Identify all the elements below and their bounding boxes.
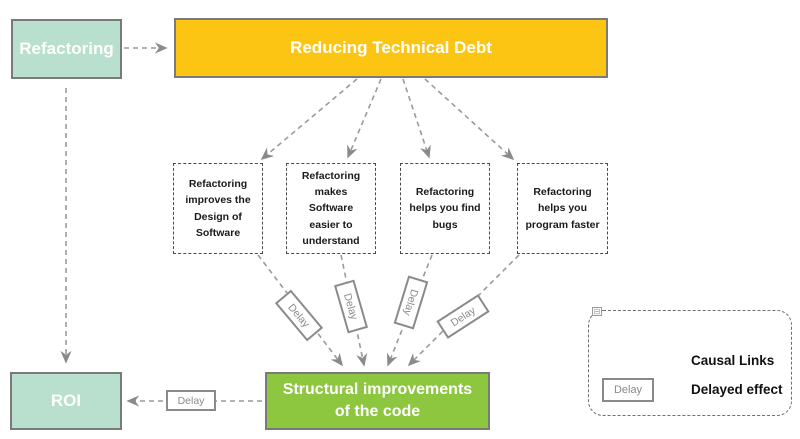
node-program-faster-label: Refactoring helps you program faster xyxy=(525,186,600,231)
node-refactoring[interactable]: Refactoring xyxy=(11,19,122,79)
delay-tag-1-label: Delay xyxy=(285,301,313,330)
legend-delay-sample-label: Delay xyxy=(613,384,643,396)
delay-tag-4[interactable]: Delay xyxy=(436,294,490,339)
node-find-bugs-label: Refactoring helps you find bugs xyxy=(409,186,481,231)
node-easier-to-understand[interactable]: Refactoring makes Software easier to und… xyxy=(286,163,376,254)
legend-delayed-effect-label: Delayed effect xyxy=(691,382,783,397)
node-program-faster[interactable]: Refactoring helps you program faster xyxy=(517,163,608,254)
legend-delay-sample: Delay xyxy=(602,378,654,402)
legend-panel: ⊟ Causal Links Delay Delayed effect xyxy=(588,307,792,416)
delay-tag-roi-label: Delay xyxy=(177,394,205,407)
delay-tag-2[interactable]: Delay xyxy=(334,279,368,334)
delay-tag-1[interactable]: Delay xyxy=(274,289,324,342)
node-refactoring-label: Refactoring xyxy=(19,39,114,58)
delay-tag-2-label: Delay xyxy=(341,291,361,322)
node-easier-to-understand-label: Refactoring makes Software easier to und… xyxy=(301,169,361,247)
delay-tag-3[interactable]: Delay xyxy=(393,275,429,330)
node-find-bugs[interactable]: Refactoring helps you find bugs xyxy=(400,163,490,254)
node-structural-improvements[interactable]: Structural improvements of the code xyxy=(265,372,490,430)
node-improves-design[interactable]: Refactoring improves the Design of Softw… xyxy=(173,163,263,254)
legend-causal-links-label: Causal Links xyxy=(691,353,775,368)
node-roi[interactable]: ROI xyxy=(10,372,122,430)
node-reducing-technical-debt[interactable]: Reducing Technical Debt xyxy=(174,18,608,78)
node-roi-label: ROI xyxy=(50,391,82,410)
collapse-icon[interactable]: ⊟ xyxy=(592,307,602,316)
delay-tag-roi[interactable]: Delay xyxy=(166,390,216,411)
node-structural-improvements-label: Structural improvements of the code xyxy=(282,381,473,420)
node-improves-design-label: Refactoring improves the Design of Softw… xyxy=(185,177,251,239)
delay-tag-3-label: Delay xyxy=(401,287,421,318)
node-reducing-technical-debt-label: Reducing Technical Debt xyxy=(290,38,492,57)
delay-tag-4-label: Delay xyxy=(448,304,478,329)
